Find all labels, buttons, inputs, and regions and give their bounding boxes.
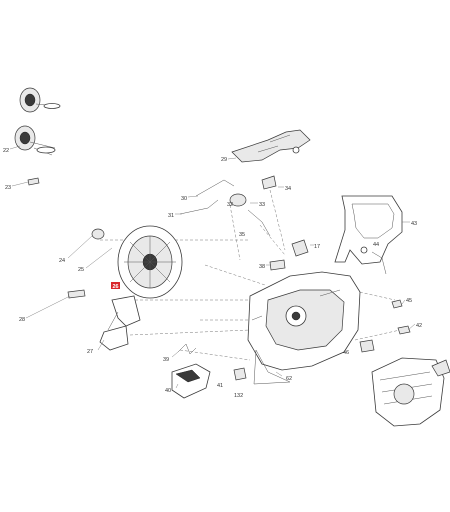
callout-40: 40 [165, 388, 171, 394]
callout-27: 27 [87, 349, 93, 355]
callout-25: 25 [78, 267, 84, 273]
callout-22: 22 [3, 148, 9, 154]
callout-28: 28 [19, 317, 25, 323]
air-boot [171, 363, 247, 399]
spring-clip [177, 343, 197, 355]
callout-43: 43 [411, 221, 417, 227]
callout-26: 26 [113, 284, 119, 290]
callout-42: 42 [416, 323, 422, 329]
cap-34 [261, 175, 277, 190]
callout-24: 24 [59, 258, 65, 264]
callout-39: 39 [163, 357, 169, 363]
callout-46: 46 [343, 350, 349, 356]
callout-26-highlight [111, 282, 120, 289]
callout-132: 132 [234, 393, 243, 399]
handle-bracket [231, 129, 311, 163]
callout-44: 44 [373, 242, 379, 248]
callout-38: 38 [259, 264, 265, 270]
linkage-rods [179, 179, 271, 237]
callout-17: 17 [314, 244, 320, 250]
engine-cylinder [371, 357, 450, 427]
screw-28 [67, 289, 86, 299]
assembly-guide-lines [100, 189, 401, 361]
washer-24 [91, 228, 105, 240]
crankcase [247, 271, 361, 385]
small-screws [391, 299, 411, 335]
callout-33: 33 [259, 202, 265, 208]
bolt-38 [269, 259, 286, 271]
callout-35: 35 [239, 232, 245, 238]
leader-lines [9, 145, 416, 389]
callout-45: 45 [406, 298, 412, 304]
callout-29: 29 [221, 157, 227, 163]
ignition-coil [99, 295, 141, 351]
callout-labels: 22 23 29 30 34 31 32 33 35 43 17 44 24 2… [3, 148, 422, 399]
callout-41: 41 [217, 383, 223, 389]
block-17 [291, 239, 309, 257]
callout-23: 23 [5, 185, 11, 191]
callout-30: 30 [181, 196, 187, 202]
flywheel [117, 225, 183, 299]
callout-34: 34 [285, 186, 291, 192]
spring-pulley-assembly [14, 87, 61, 156]
rear-handle [334, 195, 403, 275]
callout-31: 31 [168, 213, 174, 219]
screw-23 [27, 177, 40, 186]
callout-62: 62 [286, 376, 292, 382]
part-46 [359, 339, 375, 353]
callout-32: 32 [227, 202, 233, 208]
